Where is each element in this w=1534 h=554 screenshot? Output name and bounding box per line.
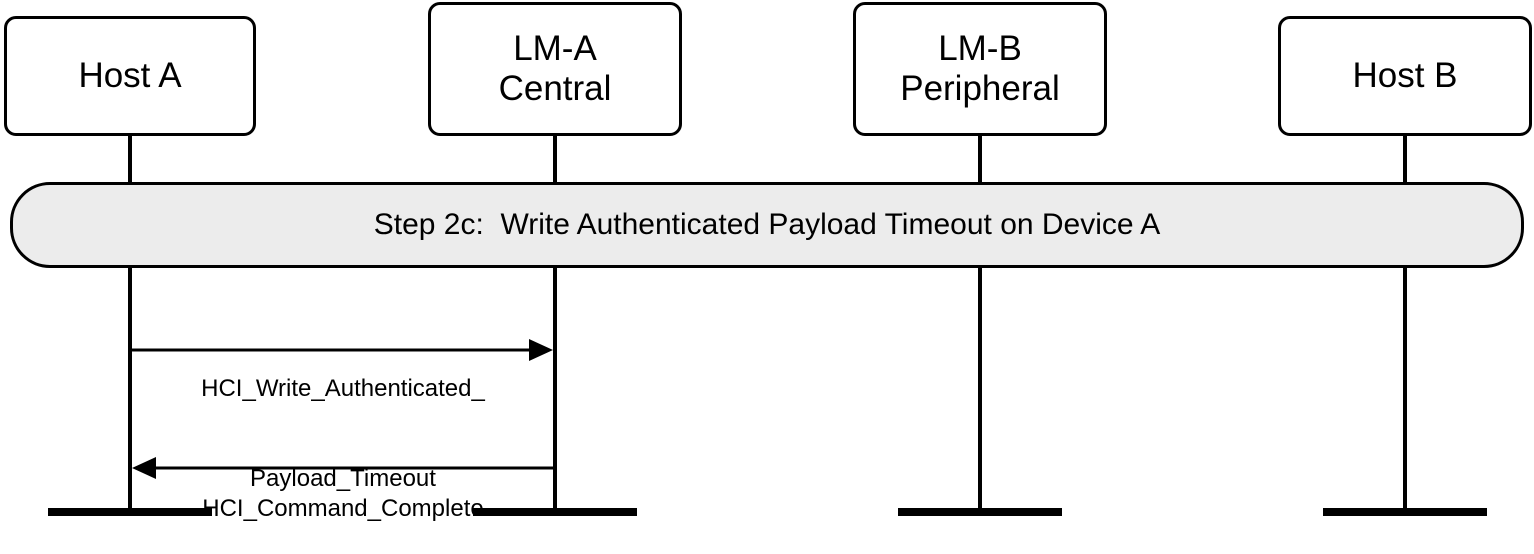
participant-host-b: Host B	[1278, 16, 1532, 136]
message-label-line: HCI_Write_Authenticated_	[201, 375, 485, 402]
participant-label: LM-B	[938, 29, 1022, 68]
participant-label: Central	[498, 69, 612, 108]
message-label-line: HCI_Command_Complete	[202, 495, 484, 522]
participant-label: Host A	[78, 56, 182, 95]
participant-lm-a: LM-A Central	[428, 2, 682, 136]
participant-host-a: Host A	[4, 16, 256, 136]
participant-label: Host B	[1352, 56, 1458, 95]
participant-lm-b: LM-B Peripheral	[853, 2, 1107, 136]
arrowhead-right-icon	[529, 339, 553, 361]
participant-label: LM-A	[513, 29, 597, 68]
message-label-cmd-complete: HCI_Command_Complete	[140, 434, 546, 554]
message-label-line: Payload_Timeout	[250, 465, 436, 492]
participant-label: Peripheral	[900, 69, 1060, 108]
message-label-write-apt: HCI_Write_Authenticated_ Payload_Timeout	[140, 314, 546, 524]
arrowhead-left-icon	[132, 457, 156, 479]
step-label: Step 2c: Write Authenticated Payload Tim…	[373, 208, 1161, 241]
step-banner: Step 2c: Write Authenticated Payload Tim…	[10, 182, 1524, 268]
